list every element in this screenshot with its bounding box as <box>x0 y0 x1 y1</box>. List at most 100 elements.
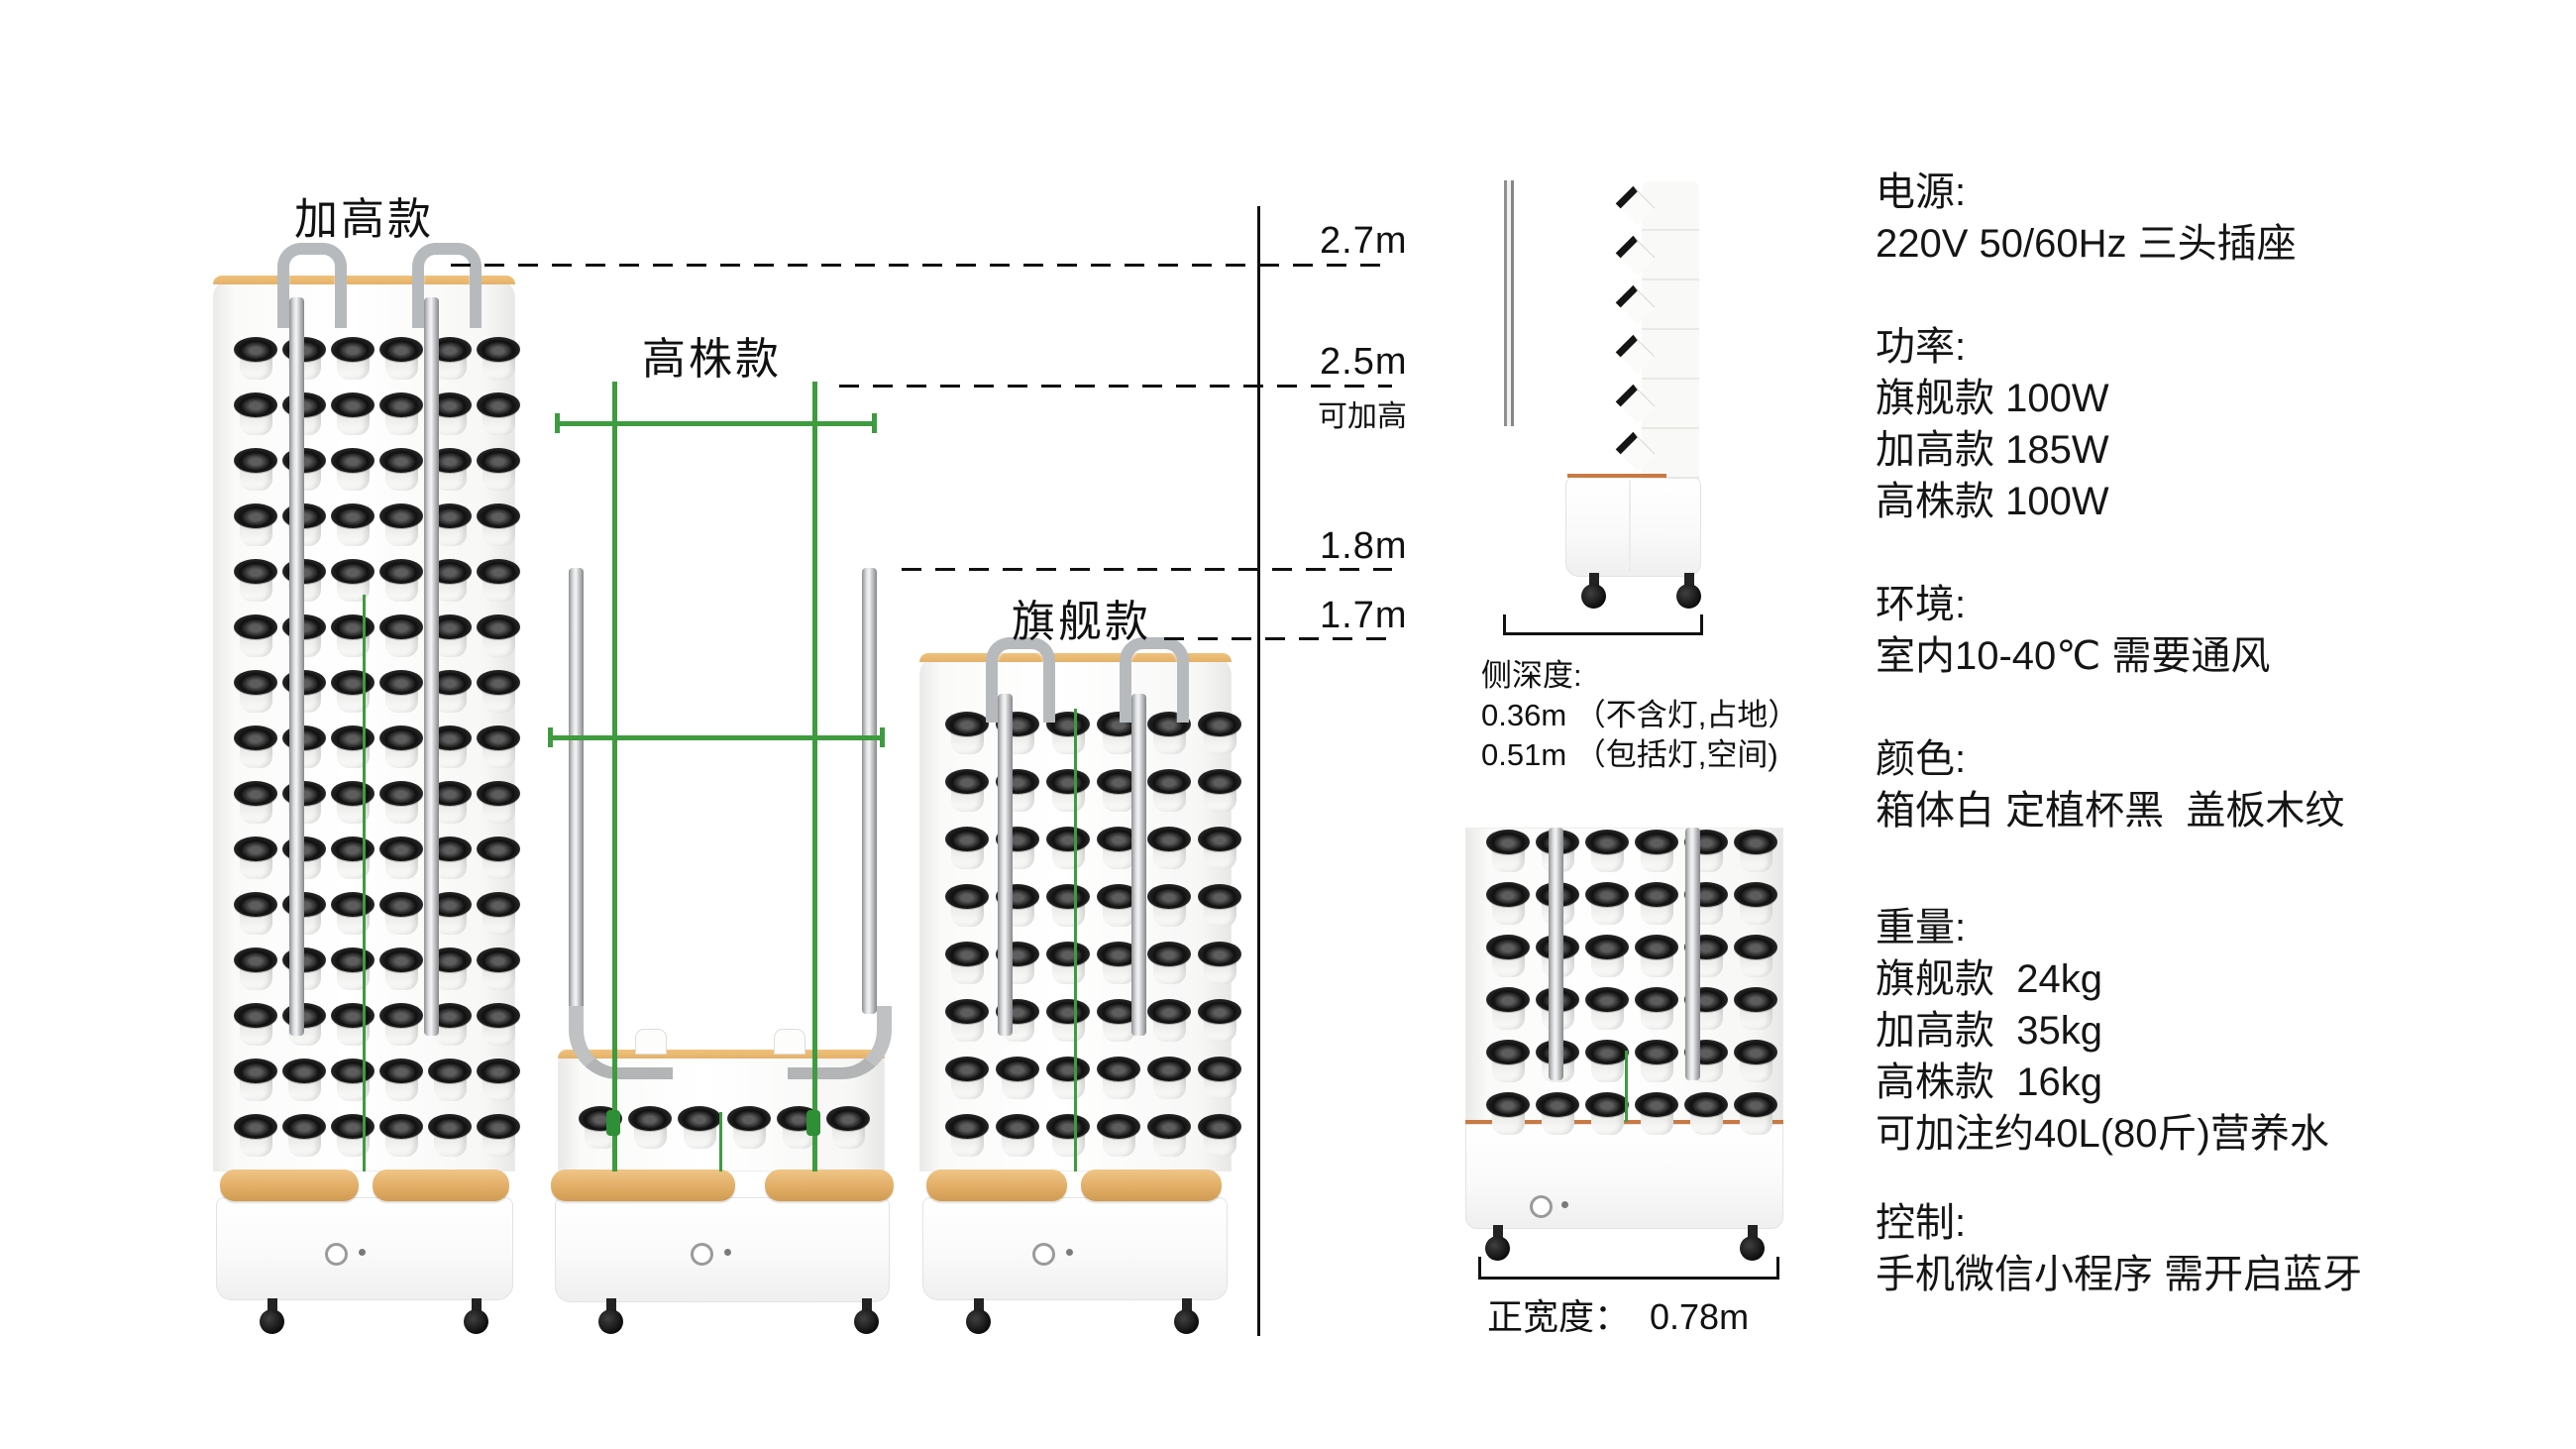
spec-line: 室内10-40℃ 需要通风 <box>1876 634 2271 678</box>
planting-cup <box>1634 830 1679 873</box>
planting-cup <box>944 769 990 813</box>
planting-cup <box>476 392 521 436</box>
planting-cup <box>476 725 521 769</box>
side-depth-line1: 0.36m （不含灯,占地） <box>1481 698 1799 732</box>
planting-cup <box>1584 935 1630 978</box>
planting-cup <box>330 1114 376 1158</box>
planting-cup <box>476 781 521 825</box>
wooden-lid <box>373 1170 509 1201</box>
planting-cup <box>281 947 327 991</box>
planting-cup <box>330 892 376 936</box>
planting-cup <box>1045 1057 1091 1100</box>
caster-wheel <box>260 1298 285 1334</box>
planting-cup <box>1197 1114 1242 1158</box>
planting-cup <box>233 892 278 936</box>
height-note-extendable: 可加高 <box>1318 400 1407 433</box>
planting-cup <box>281 781 327 825</box>
planting-cup <box>281 614 327 658</box>
planting-cup <box>476 892 521 936</box>
planting-cup <box>476 614 521 658</box>
light-pole <box>569 568 584 1014</box>
planting-cup <box>1146 884 1192 928</box>
planting-cup <box>378 503 424 547</box>
planting-cup <box>378 670 424 714</box>
planting-cup <box>1146 1114 1192 1158</box>
hook-icon <box>1120 637 1189 723</box>
side-base <box>1565 476 1701 577</box>
planting-cup <box>281 836 327 880</box>
plant-clip <box>606 1110 620 1136</box>
height-label-1-7m: 1.7m <box>1320 595 1408 636</box>
water-tank-base <box>922 1197 1228 1300</box>
planting-cup <box>281 337 327 381</box>
spec-line: 加高款 185W <box>1876 428 2109 472</box>
depth-bracket <box>1503 614 1703 635</box>
height-axis-line <box>1257 206 1260 1336</box>
hook-icon <box>277 243 347 328</box>
planting-cup <box>233 947 278 991</box>
planting-cup <box>281 1003 327 1047</box>
planting-cup <box>330 836 376 880</box>
planting-cup <box>281 448 327 492</box>
planting-cup <box>378 1114 424 1158</box>
light-pole <box>862 568 877 1014</box>
planting-cup <box>1045 1114 1091 1158</box>
planting-cup <box>330 670 376 714</box>
model-label-heightened: 加高款 <box>294 195 434 244</box>
tower-tall-plant-wood-edge <box>558 1050 885 1059</box>
planting-cup <box>476 1003 521 1047</box>
planting-cup <box>476 947 521 991</box>
planting-cup <box>476 836 521 880</box>
spec-line: 手机微信小程序 需开启蓝牙 <box>1876 1253 2363 1296</box>
spec-title: 环境: <box>1876 583 1967 626</box>
planting-cup <box>330 392 376 436</box>
planting-cup <box>233 781 278 825</box>
planting-cup <box>1634 987 1679 1031</box>
light-pole-side <box>1504 180 1514 426</box>
planting-cup <box>233 559 278 603</box>
spec-line: 旗舰款 24kg <box>1876 957 2102 1001</box>
planting-cup <box>378 392 424 436</box>
indicator-led <box>1066 1249 1073 1256</box>
plant-clip <box>806 1110 820 1136</box>
planting-cup <box>281 725 327 769</box>
planting-cup <box>1197 827 1242 870</box>
planting-cup <box>1197 999 1242 1043</box>
planting-cup <box>1634 1092 1679 1136</box>
power-button <box>1032 1243 1055 1266</box>
spec-section-control: 控制: 手机微信小程序 需开启蓝牙 <box>1876 1197 2362 1300</box>
planting-cup <box>476 1114 521 1158</box>
caster-wheel <box>1174 1298 1200 1334</box>
planting-cup <box>330 337 376 381</box>
planting-cup <box>1733 882 1778 926</box>
planting-cup <box>378 725 424 769</box>
wooden-lid <box>551 1170 735 1201</box>
planting-cup <box>281 670 327 714</box>
planting-cup <box>944 1057 990 1100</box>
planting-cup <box>330 1059 376 1102</box>
caster-wheel <box>1485 1225 1511 1261</box>
caster-wheel <box>966 1298 992 1334</box>
planting-cup <box>1733 1040 1778 1083</box>
spec-line: 加高款 35kg <box>1876 1009 2102 1053</box>
planting-cup <box>281 892 327 936</box>
spec-section-color: 颜色: 箱体白 定植杯黑 盖板木纹 <box>1876 733 2344 836</box>
planting-cup <box>281 1114 327 1158</box>
planting-cup <box>330 448 376 492</box>
planting-cup <box>1485 935 1531 978</box>
spec-title: 颜色: <box>1876 737 1967 781</box>
side-tower-column <box>1642 181 1699 479</box>
light-pole <box>998 694 1013 1036</box>
planting-cup <box>378 1059 424 1102</box>
wooden-lid <box>926 1170 1067 1201</box>
planting-cup <box>1197 769 1242 813</box>
planting-cup <box>1584 1092 1630 1136</box>
copper-trim <box>1669 1120 1783 1124</box>
height-label-2-7m: 2.7m <box>1320 220 1408 262</box>
planting-cup <box>233 392 278 436</box>
planting-cup <box>233 614 278 658</box>
planting-cup <box>281 503 327 547</box>
indicator-led <box>1561 1201 1568 1208</box>
caster-wheel <box>1581 573 1607 609</box>
